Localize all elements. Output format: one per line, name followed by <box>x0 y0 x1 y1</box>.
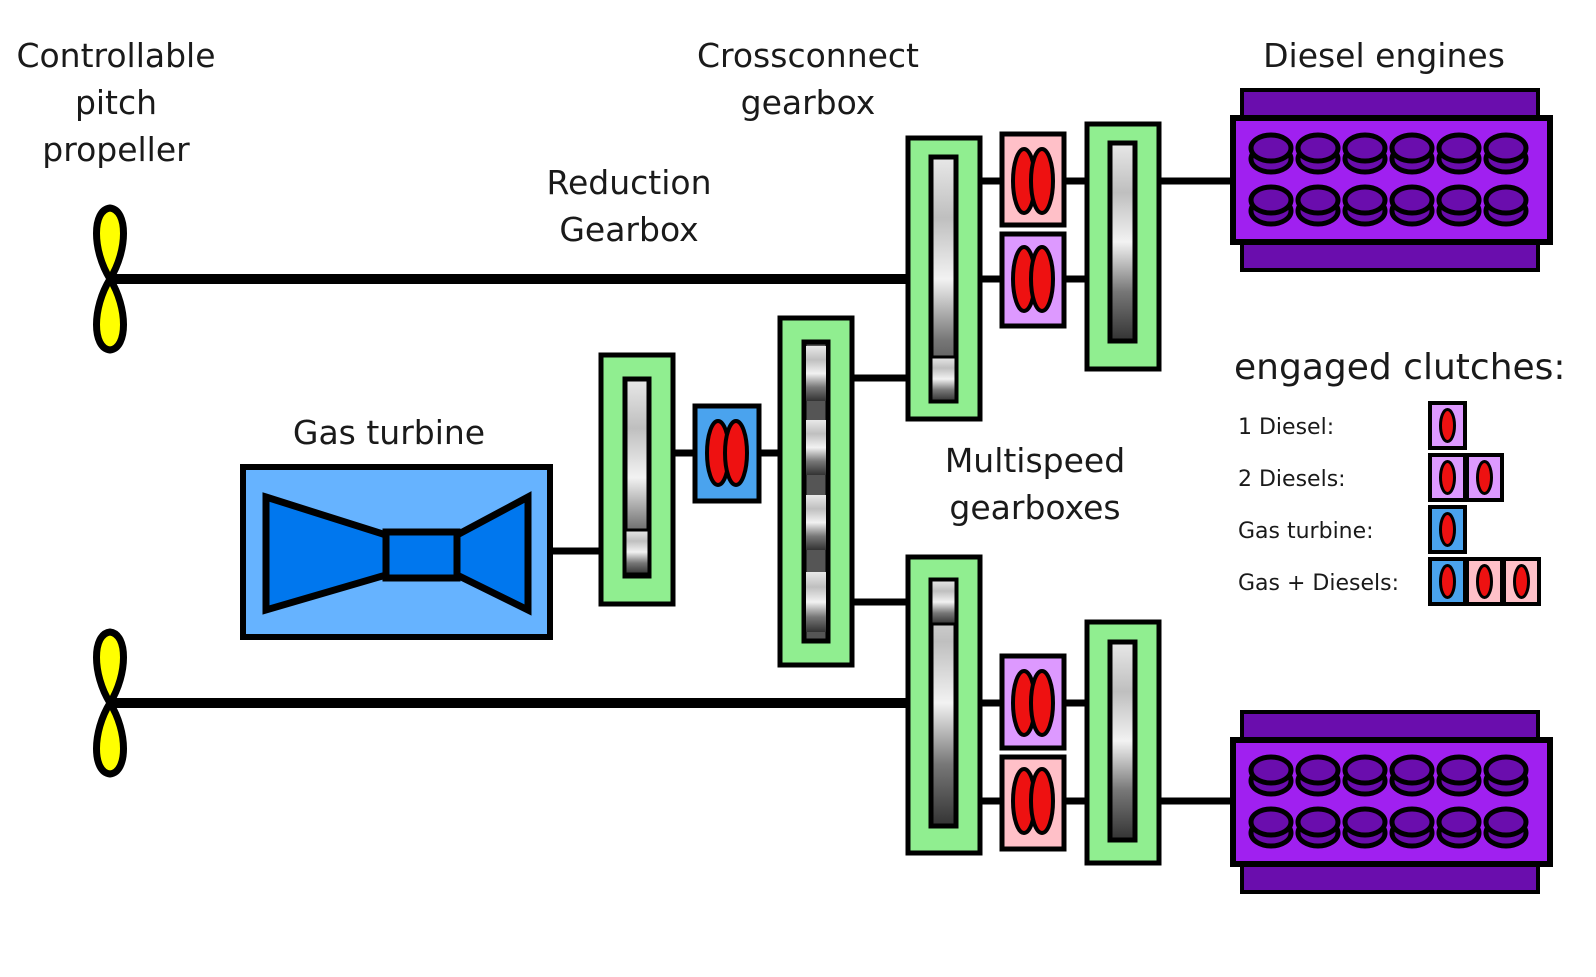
legend-row-label-1: 1 Diesel: <box>1238 415 1334 440</box>
multispeed-label-line1: Multispeed <box>945 441 1125 480</box>
legend-clutch-swatch-turbine <box>1428 557 1467 606</box>
engine-cylinder <box>1248 754 1294 797</box>
lower-multispeed-gearbox-icon <box>905 554 983 856</box>
legend-clutch-swatch-diesel <box>1428 401 1467 450</box>
reduction-label-line2: Gearbox <box>559 210 698 249</box>
multispeed-label-line2: gearboxes <box>949 488 1120 527</box>
lower-output-gearbox-icon <box>1084 619 1162 866</box>
gas-turbine-label: Gas turbine <box>293 413 485 452</box>
legend-row-label-2: 2 Diesels: <box>1238 467 1346 492</box>
crossconnect-label-line2: gearbox <box>741 83 876 122</box>
engine-cylinder <box>1342 132 1388 175</box>
legend-clutch-swatch-cross <box>1465 557 1504 606</box>
engine-cylinder <box>1389 184 1435 227</box>
turbine-clutch-icon <box>692 403 762 504</box>
legend-title: engaged clutches: <box>1234 347 1566 388</box>
engine-cylinder <box>1295 754 1341 797</box>
engine-cylinder <box>1248 806 1294 849</box>
upper-propeller-icon <box>93 204 127 354</box>
engine-cylinder <box>1483 806 1529 849</box>
legend-clutch-swatch-diesel <box>1428 453 1467 502</box>
upper-output-gearbox-icon <box>1084 121 1162 372</box>
legend-clutch-swatch-cross <box>1502 557 1541 606</box>
clutch-legend: engaged clutches: 1 Diesel: 2 Diesels: G… <box>1234 347 1566 606</box>
engine-cylinder <box>1436 754 1482 797</box>
upper-cross-clutch-icon <box>999 131 1067 228</box>
engine-cylinder <box>1342 806 1388 849</box>
reduction-gearbox-icon <box>598 352 676 607</box>
propeller-label-line3: propeller <box>42 130 190 169</box>
legend-swatches <box>1428 401 1541 606</box>
engine-cylinder <box>1342 184 1388 227</box>
engine-cylinder <box>1483 132 1529 175</box>
engine-cylinder <box>1436 806 1482 849</box>
lower-engine-cylinders <box>1248 754 1529 849</box>
gas-turbine-icon <box>240 464 553 640</box>
reduction-label-line1: Reduction <box>547 163 712 202</box>
upper-engine-cylinders <box>1248 132 1529 227</box>
upper-diesel-clutch-icon <box>999 231 1067 329</box>
engine-cylinder <box>1248 132 1294 175</box>
lower-cross-clutch-icon <box>999 754 1067 852</box>
engine-cylinder <box>1248 184 1294 227</box>
engine-cylinder <box>1483 184 1529 227</box>
propeller-label-line2: pitch <box>75 83 157 122</box>
legend-row-label-4: Gas + Diesels: <box>1238 571 1399 596</box>
engine-cylinder <box>1389 806 1435 849</box>
engine-cylinder <box>1389 132 1435 175</box>
propeller-label-line1: Controllable <box>16 36 215 75</box>
lower-diesel-engine-icon <box>1230 710 1553 894</box>
engine-cylinder <box>1295 184 1341 227</box>
lower-propeller-icon <box>93 628 127 778</box>
legend-clutch-swatch-diesel <box>1465 453 1504 502</box>
crossconnect-gearbox-icon <box>777 315 855 668</box>
crossconnect-label-line1: Crossconnect <box>697 36 919 75</box>
engine-cylinder <box>1295 806 1341 849</box>
legend-row-label-3: Gas turbine: <box>1238 519 1374 544</box>
engine-cylinder <box>1389 754 1435 797</box>
legend-clutch-swatch-turbine <box>1428 505 1467 554</box>
engine-cylinder <box>1342 754 1388 797</box>
engine-cylinder <box>1295 132 1341 175</box>
upper-multispeed-gearbox-icon <box>905 135 983 422</box>
diesel-engines-label: Diesel engines <box>1263 36 1505 75</box>
engine-cylinder <box>1436 184 1482 227</box>
lower-diesel-clutch-icon <box>999 653 1067 751</box>
engine-cylinder <box>1483 754 1529 797</box>
upper-diesel-engine-icon <box>1230 88 1553 272</box>
engine-cylinder <box>1436 132 1482 175</box>
